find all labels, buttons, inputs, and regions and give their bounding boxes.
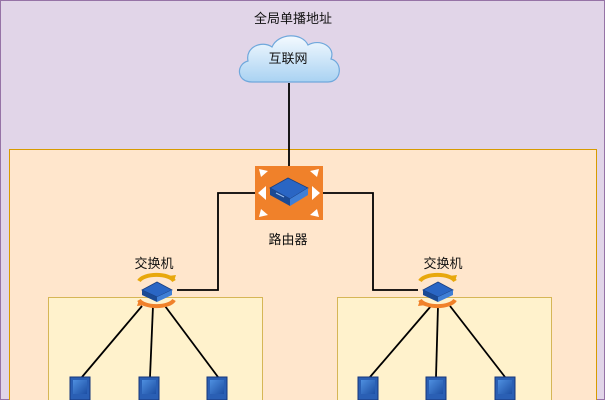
link-switch-left-host-1 [81, 305, 143, 378]
switch-icon-left [137, 272, 176, 309]
internet-label: 互联网 [268, 52, 308, 67]
switch-left-label: 交换机 [134, 257, 174, 272]
diagram-title: 全局单播地址 [253, 12, 332, 27]
computer-icon [138, 376, 160, 400]
cloud-icon [238, 35, 340, 83]
link-router-switch-right [323, 192, 418, 291]
link-switch-right-host-1 [369, 305, 432, 378]
link-router-switch-left [177, 192, 255, 291]
link-switch-right-host-2 [435, 305, 439, 378]
link-switch-left-host-3 [164, 305, 219, 378]
router-icon [255, 166, 323, 220]
link-switch-right-host-3 [449, 305, 506, 378]
switch-right-label: 交换机 [423, 257, 463, 272]
computer-icon [357, 376, 379, 400]
connectors [81, 83, 506, 378]
computer-icon [206, 376, 228, 400]
computer-icon [494, 376, 516, 400]
switch-icon-right [418, 272, 457, 309]
computer-icon [69, 376, 91, 400]
router-label: 路由器 [268, 233, 308, 248]
computer-icon [425, 376, 447, 400]
link-switch-left-host-2 [149, 305, 154, 378]
